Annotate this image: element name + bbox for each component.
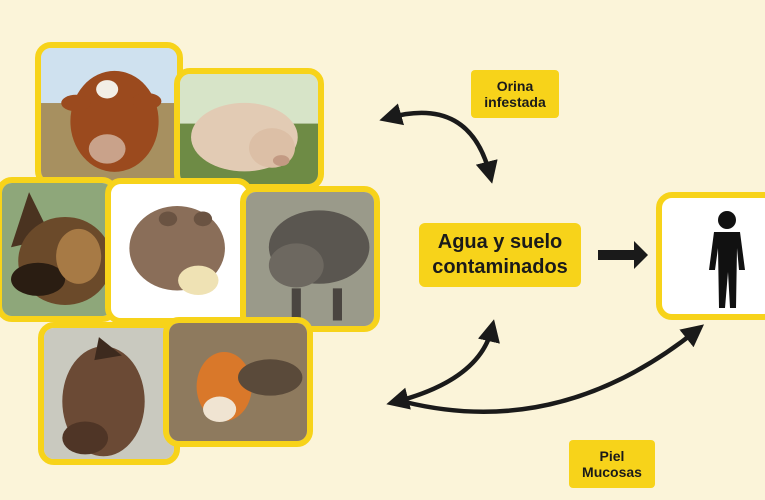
human-box [656, 192, 765, 320]
skin-label: Piel Mucosas [569, 440, 655, 488]
urine-curved-arrow [379, 103, 498, 184]
dog-photo [0, 177, 118, 322]
center-to-human-arrowhead [634, 241, 648, 269]
urine-label-line2: infestada [484, 94, 546, 110]
water-soil-line2: contaminados [432, 256, 568, 278]
pig-photo [174, 68, 324, 190]
skin-label-line1: Piel [599, 447, 625, 464]
cow-photo [35, 42, 183, 187]
capybara-photo [105, 178, 253, 324]
skin-label-line2: Mucosas [582, 464, 642, 480]
skin-curved-arrow [386, 319, 500, 410]
human-curved-arrow [404, 324, 705, 414]
human-silhouette-icon [709, 211, 745, 308]
water-soil-box: Agua y suelo contaminados [419, 223, 581, 287]
fox-photo [163, 317, 313, 447]
horse-photo [38, 322, 180, 465]
urine-label: Orina infestada [471, 70, 559, 118]
water-soil-line1: Agua y suelo [437, 231, 563, 253]
urine-label-line1: Orina [496, 77, 534, 94]
boar-photo [240, 186, 380, 332]
